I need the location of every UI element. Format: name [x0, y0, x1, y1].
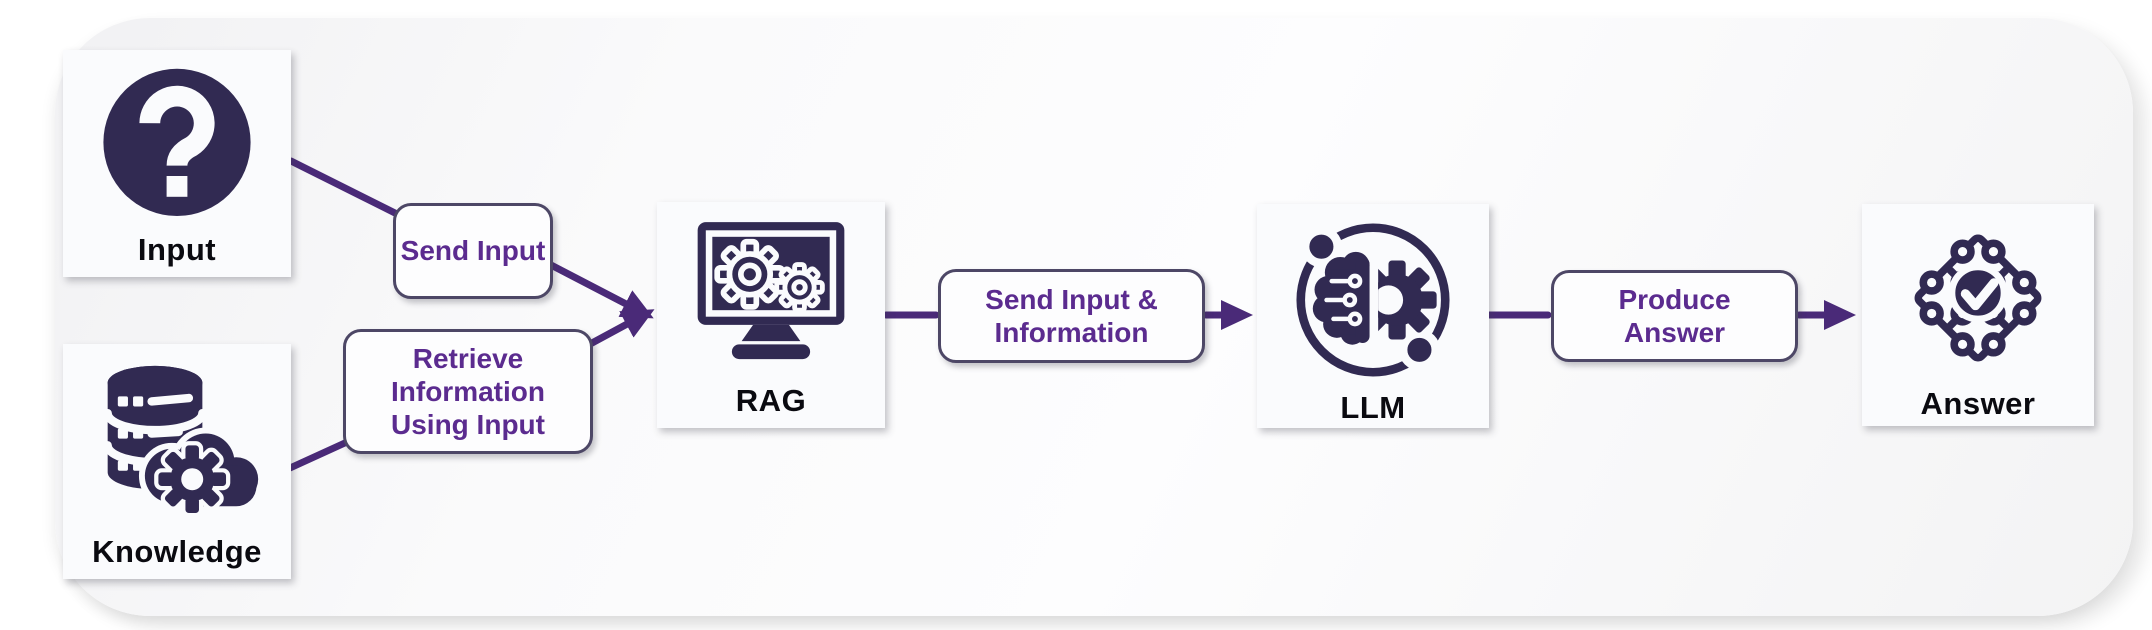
node-answer: Answer — [1862, 204, 2094, 426]
node-input-label: Input — [137, 232, 217, 267]
node-input: Input — [63, 50, 291, 277]
node-rag: RAG — [657, 202, 885, 428]
node-llm-icon-wrap — [1265, 214, 1481, 386]
node-input-icon-wrap — [71, 60, 283, 228]
puzzle-check-icon — [1914, 234, 2042, 362]
node-llm-label: LLM — [1340, 390, 1406, 425]
node-rag-icon-wrap — [665, 212, 877, 379]
question-icon — [103, 68, 251, 216]
edge-produce-text: Produce Answer — [1618, 283, 1731, 348]
edge-label-send-input: Send Input — [393, 203, 553, 299]
node-llm: LLM — [1257, 204, 1489, 428]
edge-retrieve-text: Retrieve Information Using Input — [391, 342, 545, 441]
edge-label-produce-answer: Produce Answer — [1551, 270, 1798, 362]
edge-label-send-input-information: Send Input & Information — [938, 269, 1205, 363]
edge-label-retrieve-information: Retrieve Information Using Input — [343, 329, 593, 454]
node-rag-label: RAG — [735, 383, 807, 418]
node-knowledge-label: Knowledge — [92, 534, 262, 569]
edge-send-input-text: Send Input — [400, 235, 546, 267]
edge-send-info-text: Send Input & Information — [985, 283, 1158, 348]
node-knowledge-icon-wrap — [71, 354, 283, 530]
node-answer-icon-wrap — [1870, 214, 2086, 382]
node-answer-label: Answer — [1920, 386, 2036, 421]
database-gear-icon — [103, 365, 265, 518]
monitor-gears-icon — [697, 222, 845, 360]
brain-gear-icon — [1296, 223, 1450, 377]
node-knowledge: Knowledge — [63, 344, 291, 579]
